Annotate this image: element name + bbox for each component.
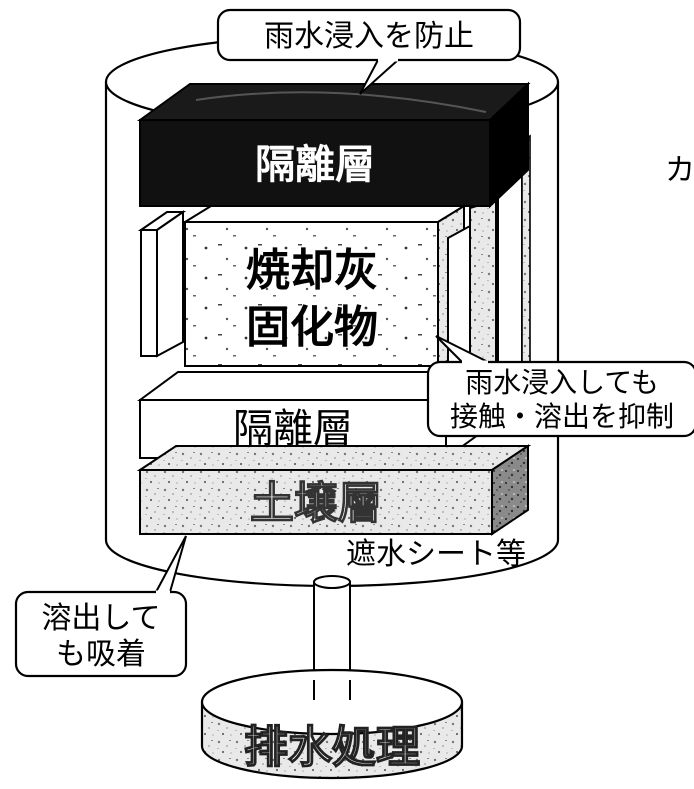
adsorb-label-line1: 溶出して bbox=[41, 601, 160, 636]
ash-block bbox=[181, 204, 471, 394]
suppress-label-line2: 接触・溶出を抑制 bbox=[450, 400, 674, 433]
callout-prevent-rain bbox=[216, 8, 522, 95]
soil-layer-block bbox=[136, 444, 532, 536]
adsorb-label-line2: も吸着 bbox=[56, 637, 146, 672]
drainage-tank bbox=[200, 668, 464, 780]
callout-suppress-leaching bbox=[426, 335, 694, 438]
middle-separation-layer-label: 隔離層 bbox=[233, 406, 353, 452]
waterproof-sheet-label: 遮水シート等 bbox=[346, 537, 526, 572]
top-separation-layer bbox=[136, 81, 531, 209]
suppress-label-line1: 雨水浸入しても bbox=[465, 366, 659, 399]
top-separation-layer-label: 隔離層 bbox=[255, 142, 375, 188]
soil-layer-label: 土壌層 bbox=[250, 478, 382, 529]
ash-label-line2: 固化物 bbox=[246, 302, 378, 353]
edge-fragment-text: カ bbox=[665, 153, 694, 188]
ash-label-line1: 焼却灰 bbox=[246, 245, 378, 296]
drainage-label: 排水処理 bbox=[244, 722, 420, 773]
left-side-panel bbox=[137, 210, 187, 358]
callout-adsorb bbox=[14, 535, 188, 678]
prevent-rain-label: 雨水浸入を防止 bbox=[264, 19, 474, 54]
